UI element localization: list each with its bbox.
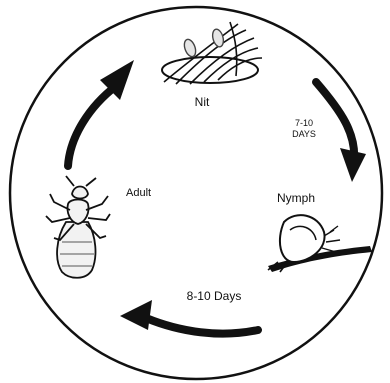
label-days-nymph-to-adult: 8-10 Days xyxy=(187,289,242,303)
label-adult: Adult xyxy=(126,187,151,199)
label-days-nit-to-nymph-line2: DAYS xyxy=(292,129,316,139)
label-days-nit-to-nymph-line1: 7-10 xyxy=(295,118,313,128)
label-nymph: Nymph xyxy=(277,191,315,205)
label-nit: Nit xyxy=(195,95,210,109)
